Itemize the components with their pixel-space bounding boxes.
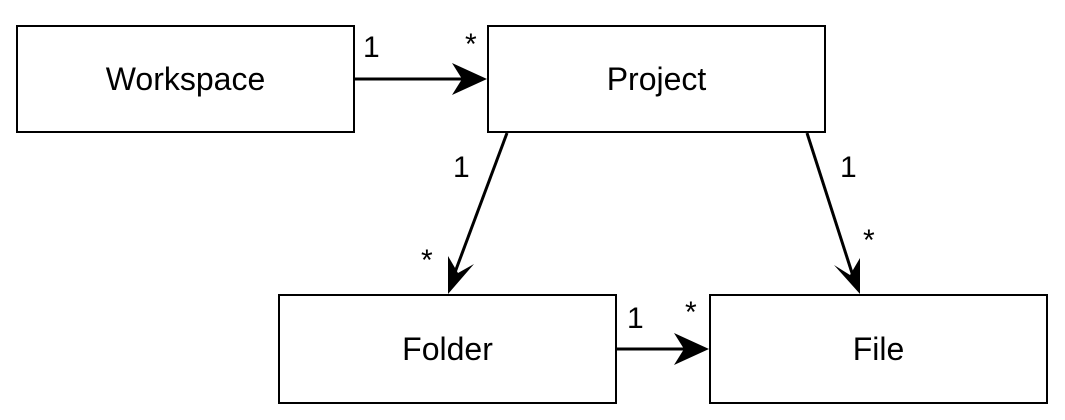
node-project-label: Project xyxy=(606,60,707,97)
node-folder: Folder xyxy=(278,294,617,404)
edge-folder-file-arrowhead xyxy=(674,333,709,365)
node-workspace-label: Workspace xyxy=(105,60,266,97)
multiplicity-workspace-project-target: * xyxy=(465,28,477,61)
multiplicity-project-file-target: * xyxy=(863,224,875,257)
edge-project-file-line xyxy=(805,132,855,277)
edge-project-file-arrowhead xyxy=(834,258,860,294)
node-workspace: Workspace xyxy=(16,25,355,133)
multiplicity-project-folder-target: * xyxy=(421,244,433,277)
edge-workspace-project-arrowhead xyxy=(452,63,487,95)
node-folder-label: Folder xyxy=(402,330,493,367)
multiplicity-workspace-project-source: 1 xyxy=(363,31,380,64)
multiplicity-project-folder-source: 1 xyxy=(453,151,470,184)
edge-project-folder-line xyxy=(452,132,509,276)
multiplicity-folder-file-source: 1 xyxy=(627,302,644,335)
node-file-label: File xyxy=(852,330,905,367)
multiplicity-folder-file-target: * xyxy=(685,296,697,329)
node-project: Project xyxy=(487,25,826,133)
edge-project-folder-arrowhead xyxy=(448,256,474,294)
node-file: File xyxy=(709,294,1048,404)
multiplicity-project-file-source: 1 xyxy=(840,151,857,184)
